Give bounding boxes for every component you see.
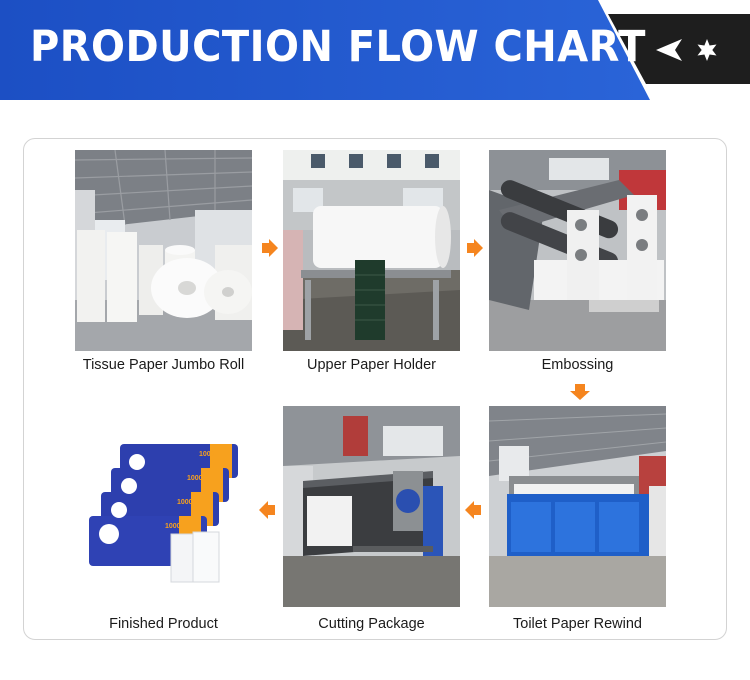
- page-title: PRODUCTION FLOW CHART: [30, 22, 646, 72]
- banner-background: [0, 0, 750, 100]
- arrow-left-icon: [465, 501, 481, 519]
- svg-text:1000: 1000: [177, 499, 193, 506]
- step-label: Upper Paper Holder: [307, 357, 436, 373]
- jumbo-roll-photo: [75, 150, 252, 351]
- step-label: Embossing: [541, 357, 614, 373]
- arrow-down-icon: [570, 384, 590, 400]
- arrow-left-icon: [259, 501, 275, 519]
- header-banner: PRODUCTION FLOW CHART: [0, 0, 750, 100]
- finished-product-photo: 1000 1000 1000 1000: [75, 406, 252, 607]
- svg-text:1000: 1000: [187, 475, 203, 482]
- banner-icon-group: [652, 36, 732, 66]
- rewind-photo: [489, 406, 666, 607]
- wall-signage: [311, 154, 439, 168]
- arrow-right-icon: [262, 239, 278, 257]
- step-label: Toilet Paper Rewind: [513, 616, 642, 632]
- tissue-sheets: [170, 531, 220, 583]
- pack-count-labels: 1000 1000 1000 1000: [165, 451, 215, 530]
- star-icon: [697, 39, 717, 61]
- step-label: Cutting Package: [318, 616, 425, 632]
- cutting-photo: [283, 406, 460, 607]
- step-label: Tissue Paper Jumbo Roll: [82, 357, 245, 373]
- svg-text:1000: 1000: [165, 523, 181, 530]
- step-label: Finished Product: [109, 616, 218, 632]
- arrowhead-icon: [656, 39, 682, 61]
- arrow-right-icon: [467, 239, 483, 257]
- svg-text:1000: 1000: [199, 451, 215, 458]
- paper-holder-photo: [283, 150, 460, 351]
- embossing-photo: [489, 150, 666, 351]
